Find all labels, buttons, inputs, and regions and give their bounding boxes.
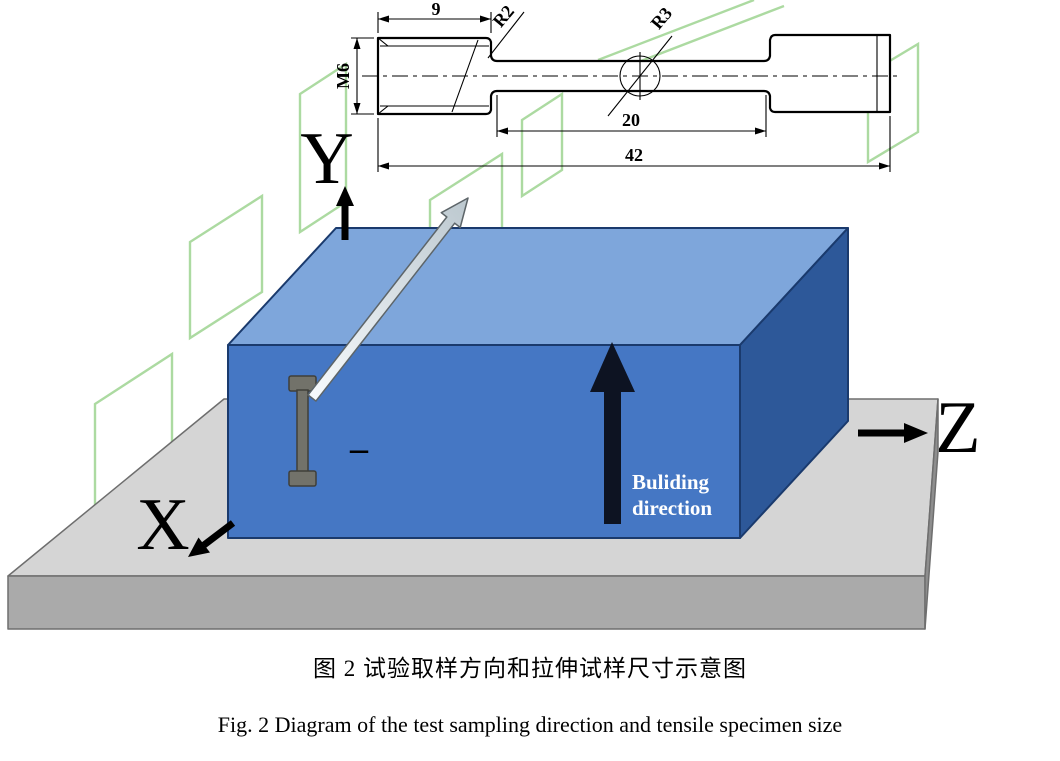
dim-label-9: 9 <box>432 0 441 19</box>
dim-label-r3: R3 <box>647 3 676 33</box>
dim-grip-length: 9 <box>377 0 492 33</box>
dim-total-length: 42 <box>377 116 891 172</box>
axis-z-label: Z <box>935 387 980 469</box>
axis-x-line <box>201 520 236 548</box>
dim-label-20: 20 <box>622 110 640 130</box>
axis-x-label: X <box>136 484 189 566</box>
thread-lines <box>377 35 878 115</box>
base-plate-front-face <box>7 575 926 630</box>
build-arrow-shaft <box>604 386 621 524</box>
axis-z-arrowhead <box>904 423 928 443</box>
sampling-direction-arrow <box>307 197 469 402</box>
dim-label-42: 42 <box>625 145 643 165</box>
axis-y: Y <box>300 118 354 240</box>
build-direction-arrow <box>590 342 635 524</box>
embedded-specimen-icon <box>288 375 317 487</box>
axis-y-arrowhead <box>336 186 354 206</box>
r2-leader-line <box>487 11 525 59</box>
base-plate-side-face <box>924 398 939 630</box>
r3-leader-line <box>607 35 673 117</box>
watermark-pattern <box>93 0 920 525</box>
figure-caption-chinese: 图 2 试验取样方向和拉伸试样尺寸示意图 <box>313 656 747 681</box>
axis-z: Z <box>858 387 981 469</box>
build-arrow-head <box>590 342 635 392</box>
embedded-specimen-shaft <box>296 389 309 473</box>
dim-thread: M6 <box>333 37 374 115</box>
specimen-mark-dash: – <box>349 428 369 468</box>
figure-diagram: Buliding direction – Y Z X <box>7 0 981 630</box>
specimen-outline <box>376 33 892 116</box>
center-hole-mark <box>607 35 673 117</box>
build-direction-label-line2: direction <box>632 496 712 520</box>
axis-x: X <box>136 484 236 566</box>
figure-caption-english: Fig. 2 Diagram of the test sampling dire… <box>217 712 843 737</box>
embedded-specimen-bottom-grip <box>288 470 317 487</box>
axis-y-label: Y <box>300 118 353 200</box>
axis-x-arrowhead <box>188 537 210 557</box>
dim-label-m6: M6 <box>333 63 353 89</box>
build-direction-label-line1: Buliding <box>632 470 710 494</box>
dim-gauge-length: 20 <box>496 95 767 137</box>
tensile-specimen-drawing: R2 R3 9 M6 20 42 <box>333 0 902 172</box>
dim-label-r2: R2 <box>489 1 518 31</box>
